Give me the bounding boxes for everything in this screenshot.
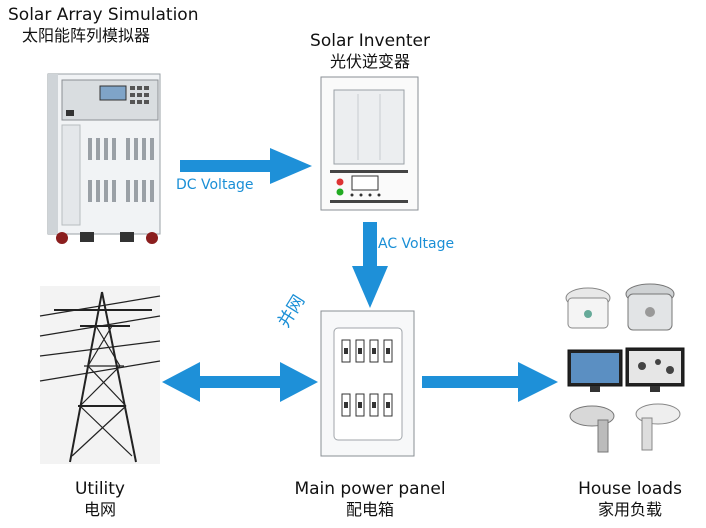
inverter-title: Solar Inventer <box>310 31 430 51</box>
ac-arrow <box>352 222 388 308</box>
dc-voltage-label: DC Voltage <box>176 177 254 193</box>
utility-subtitle: 电网 <box>83 500 116 519</box>
grid-tie-label: 并网 <box>274 291 310 332</box>
loads-title: House loads <box>578 479 682 499</box>
house-loads-image <box>565 283 685 453</box>
ac-voltage-label: AC Voltage <box>378 236 455 252</box>
solar-array-simulator-image <box>47 73 161 244</box>
grid-bidirectional-arrow <box>162 362 318 402</box>
panel-title: Main power panel <box>294 479 446 499</box>
solar-inverter-image <box>320 76 419 211</box>
solar-array-title: Solar Array Simulation <box>8 5 199 25</box>
utility-title: Utility <box>74 479 125 499</box>
inverter-subtitle: 光伏逆变器 <box>329 52 410 71</box>
dc-arrow <box>180 148 312 184</box>
loads-subtitle: 家用负载 <box>597 500 662 519</box>
solar-array-subtitle: 太阳能阵列模拟器 <box>22 26 151 45</box>
loads-arrow <box>422 362 558 402</box>
utility-tower-image <box>39 286 161 464</box>
main-power-panel-image <box>320 310 415 457</box>
panel-subtitle: 配电箱 <box>345 500 394 519</box>
